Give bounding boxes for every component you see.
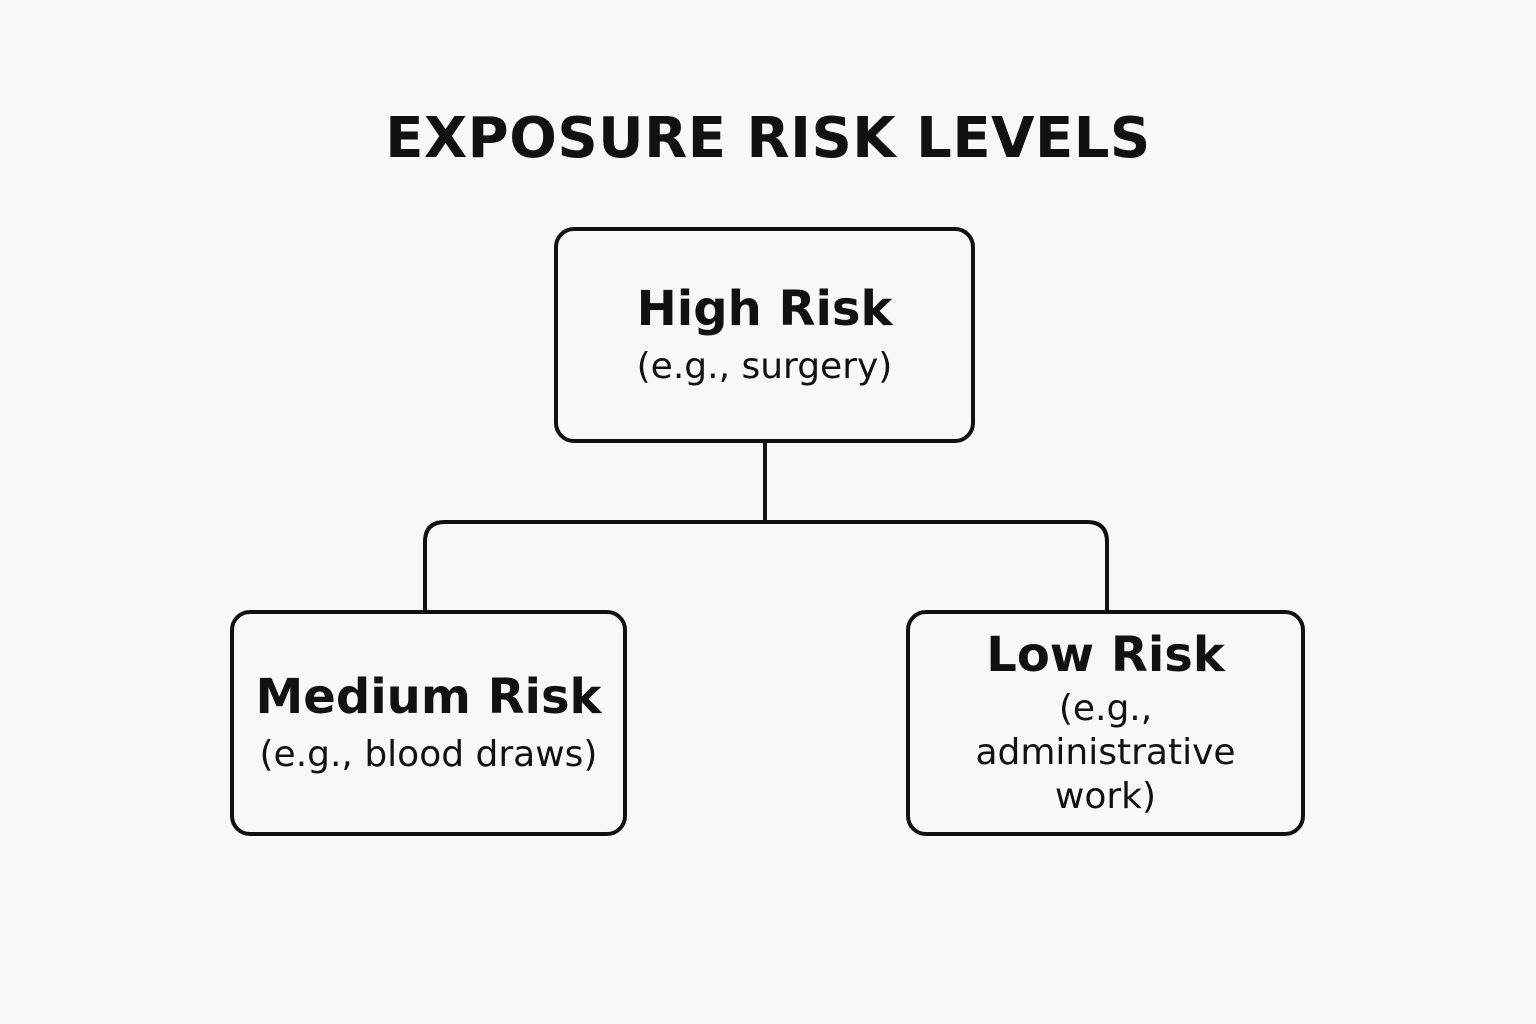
connector-high-to-low — [765, 520, 1109, 610]
low-risk-example: (e.g., administrative work) — [975, 688, 1236, 817]
high-risk-example: (e.g., surgery) — [636, 346, 893, 387]
medium-risk-label: Medium Risk — [255, 669, 602, 725]
high-risk-label: High Risk — [636, 281, 893, 337]
low-risk-label: Low Risk — [986, 627, 1225, 683]
diagram-title: EXPOSURE RISK LEVELS — [385, 106, 1151, 171]
high-risk-box: High Risk (e.g., surgery) — [554, 227, 975, 443]
connector-high-to-medium — [423, 443, 767, 610]
medium-risk-example: (e.g., blood draws) — [259, 734, 598, 775]
low-risk-box: Low Risk (e.g., administrative work) — [906, 610, 1305, 836]
medium-risk-box: Medium Risk (e.g., blood draws) — [230, 610, 627, 836]
